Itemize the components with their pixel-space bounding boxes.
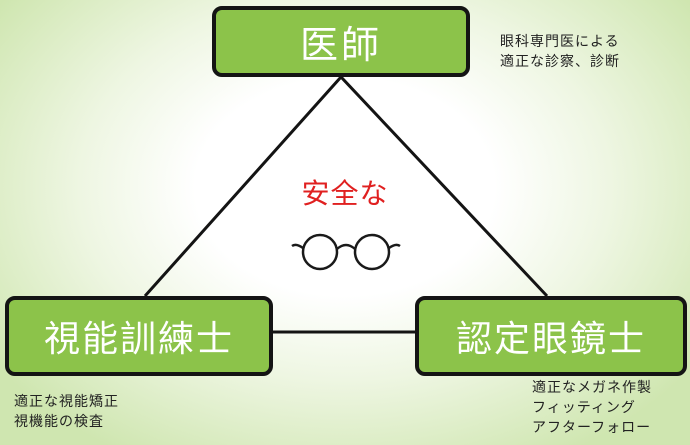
orthoptist-note-line: 視機能の検査	[14, 414, 104, 430]
glasses-icon	[291, 233, 401, 271]
optician-label: 認定眼鏡士	[455, 319, 646, 360]
doctor-note-line: 適正な診察、診断	[500, 54, 620, 70]
doctor-label: 医師	[299, 23, 382, 67]
orthoptist-label: 視能訓練士	[43, 319, 234, 360]
optician-note-line: フィッティング	[532, 400, 636, 416]
optician-note: 適正なメガネ作製 フィッティング アフターフォロー	[532, 378, 652, 438]
orthoptist-node: 視能訓練士	[5, 296, 273, 376]
doctor-note-line: 眼科専門医による	[500, 34, 620, 50]
center-caption: 安全な	[301, 177, 389, 210]
orthoptist-note-line: 適正な視能矯正	[14, 394, 119, 410]
orthoptist-note: 適正な視能矯正 視機能の検査	[14, 392, 119, 432]
doctor-node: 医師	[212, 6, 470, 77]
optician-node: 認定眼鏡士	[415, 296, 687, 376]
optician-note-line: 適正なメガネ作製	[532, 380, 652, 396]
doctor-note: 眼科専門医による 適正な診察、診断	[500, 32, 620, 72]
optician-note-line: アフターフォロー	[532, 420, 652, 436]
